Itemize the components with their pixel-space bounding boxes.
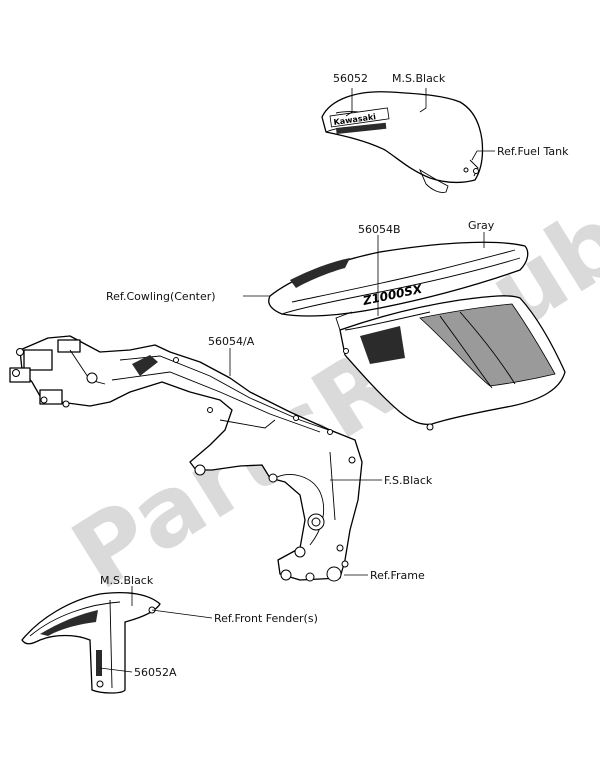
- label-gray: Gray: [468, 219, 495, 232]
- label-ref-front-fender: Ref.Front Fender(s): [214, 612, 318, 625]
- cowling-decal-part: Z1000SX: [268, 241, 566, 431]
- label-56052a: 56052A: [134, 666, 177, 679]
- label-ref-fuel-tank: Ref.Fuel Tank: [497, 145, 569, 158]
- label-fs-black: F.S.Black: [384, 474, 433, 487]
- label-ref-frame: Ref.Frame: [370, 569, 425, 582]
- label-ref-cowling-center: Ref.Cowling(Center): [106, 290, 216, 303]
- label-56052: 56052: [333, 72, 368, 85]
- fuel-tank-decal-part: Kawasaki: [321, 91, 484, 193]
- front-fender-decal-part: [21, 591, 161, 694]
- label-ms-black-top: M.S.Black: [392, 72, 446, 85]
- label-ms-black-bottom: M.S.Black: [100, 574, 154, 587]
- label-56054b: 56054B: [358, 223, 401, 236]
- leader-lines: [99, 88, 495, 673]
- callout-labels: 56052 M.S.Black Ref.Fuel Tank 56054B Gra…: [100, 72, 569, 679]
- brand-decal: [329, 107, 390, 128]
- fender-decal-strip: [96, 650, 102, 676]
- tank-stripe: [336, 122, 387, 134]
- frame-decal-part: [9, 335, 363, 582]
- label-56054a: 56054/A: [208, 335, 255, 348]
